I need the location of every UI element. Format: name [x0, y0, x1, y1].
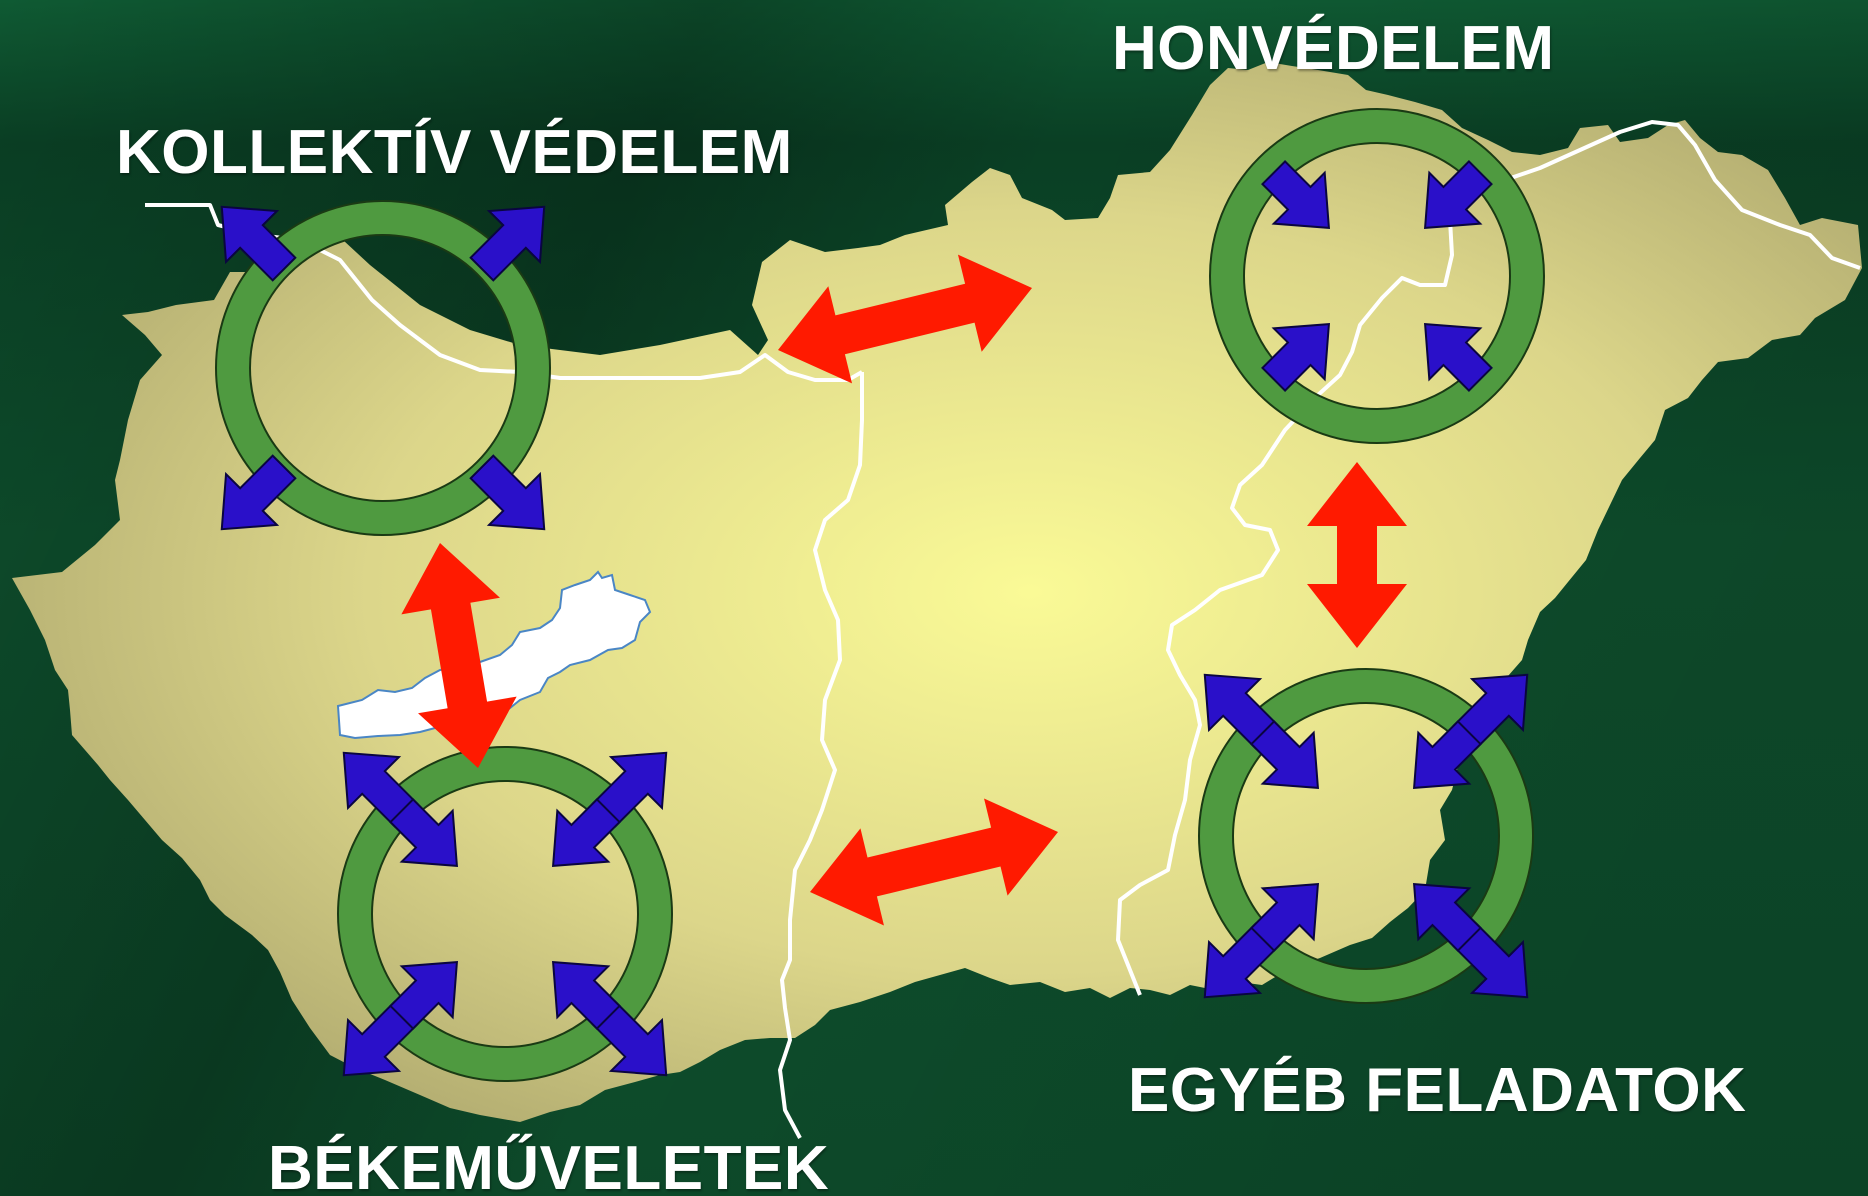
outward-arrow-bekemuveletek-3: [342, 751, 419, 828]
link-layer: [401, 254, 1407, 926]
outward-arrow-bekemuveletek-1: [591, 1000, 668, 1077]
link-arrow-bekemuveletek-egyeb: [810, 798, 1058, 926]
inward-arrow-honvedelem-3: [1261, 160, 1331, 230]
inward-arrow-bekemuveletek-0: [551, 798, 621, 868]
label-bekemuveletek: BÉKEMŰVELETEK: [268, 1134, 830, 1196]
ring-egyeb: [1200, 670, 1532, 1002]
link-arrow-kollektiv-bekemuveletek: [401, 543, 517, 768]
ring-group-egyeb: [1198, 668, 1534, 1004]
hungary-map: [12, 62, 1862, 1122]
inward-arrow-honvedelem-0: [1423, 160, 1493, 230]
inward-arrow-egyeb-3: [1250, 720, 1320, 790]
label-honvedelem: HONVÉDELEM: [1112, 14, 1555, 83]
inward-arrow-bekemuveletek-3: [389, 798, 459, 868]
link-arrow-kollektiv-honvedelem: [777, 254, 1033, 384]
ring-group-honvedelem: [1209, 108, 1545, 444]
inward-arrow-honvedelem-1: [1423, 322, 1493, 392]
inward-arrow-bekemuveletek-2: [389, 960, 459, 1030]
inward-arrow-egyeb-1: [1412, 882, 1482, 952]
inward-arrow-egyeb-0: [1412, 720, 1482, 790]
outward-arrow-kollektiv-2: [220, 454, 297, 531]
ring-honvedelem: [1211, 110, 1543, 442]
outward-arrow-kollektiv-3: [220, 205, 297, 282]
outward-arrow-egyeb-3: [1203, 673, 1280, 750]
outward-arrow-bekemuveletek-0: [591, 751, 668, 828]
inward-arrow-honvedelem-2: [1261, 322, 1331, 392]
label-kollektiv-vedelem: KOLLEKTÍV VÉDELEM: [116, 118, 793, 187]
ring-group-kollektiv: [215, 200, 551, 536]
border-line-vertical-west: [778, 372, 864, 1139]
outward-arrow-bekemuveletek-2: [342, 1000, 419, 1077]
ring-kollektiv: [217, 202, 549, 534]
outward-arrow-egyeb-2: [1203, 922, 1280, 999]
ring-group-bekemuveletek: [337, 746, 673, 1082]
outward-arrow-egyeb-1: [1452, 922, 1529, 999]
inward-arrow-bekemuveletek-1: [551, 960, 621, 1030]
label-egyeb-feladatok: EGYÉB FELADATOK: [1128, 1056, 1747, 1125]
ring-bekemuveletek: [339, 748, 671, 1080]
outward-arrow-kollektiv-1: [469, 454, 546, 531]
outward-arrow-egyeb-0: [1452, 673, 1529, 750]
link-arrow-honvedelem-egyeb: [1307, 462, 1407, 648]
ring-layer: [215, 108, 1545, 1082]
inward-arrow-egyeb-2: [1250, 882, 1320, 952]
outward-arrow-kollektiv-0: [469, 205, 546, 282]
